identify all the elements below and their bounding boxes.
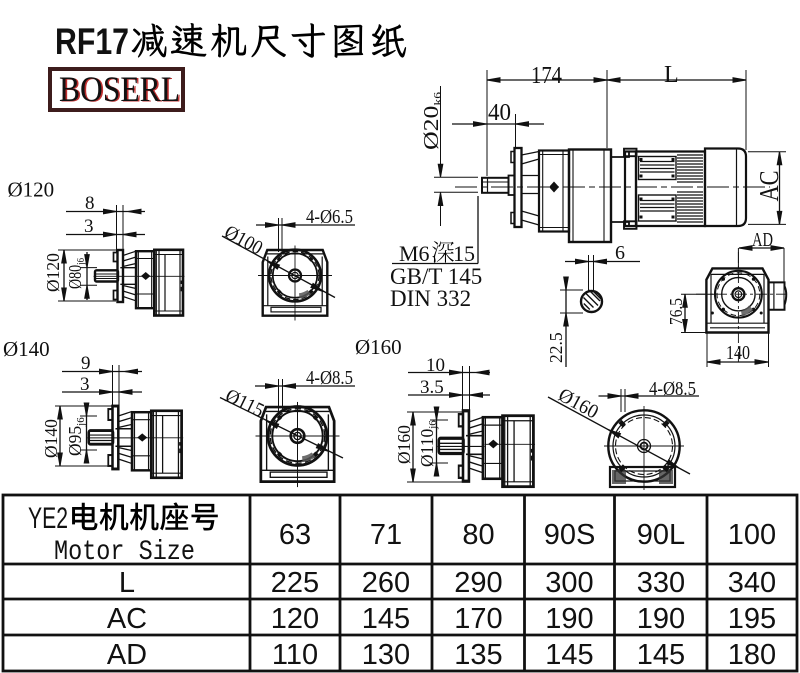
svg-text:170: 170 bbox=[454, 603, 502, 635]
svg-text:L: L bbox=[119, 567, 135, 599]
svg-text:174: 174 bbox=[531, 63, 562, 89]
svg-text:Ø80j6: Ø80j6 bbox=[65, 258, 87, 289]
svg-text:15: 15 bbox=[453, 241, 475, 266]
svg-text:L: L bbox=[664, 62, 679, 88]
svg-text:3: 3 bbox=[80, 374, 90, 395]
svg-text:4-Ø6.5: 4-Ø6.5 bbox=[306, 206, 353, 228]
svg-text:110: 110 bbox=[272, 639, 318, 671]
svg-text:8: 8 bbox=[85, 193, 95, 214]
svg-text:Ø100: Ø100 bbox=[221, 221, 267, 259]
svg-text:YE2: YE2 bbox=[28, 502, 68, 535]
svg-text:Ø95j6: Ø95j6 bbox=[65, 417, 87, 456]
svg-text:Ø120: Ø120 bbox=[43, 253, 63, 292]
svg-text:22.5: 22.5 bbox=[546, 332, 566, 363]
svg-text:4-Ø8.5: 4-Ø8.5 bbox=[306, 367, 353, 389]
svg-text:145: 145 bbox=[362, 603, 410, 635]
svg-text:90S: 90S bbox=[544, 519, 596, 551]
svg-text:6: 6 bbox=[615, 242, 625, 264]
svg-text:290: 290 bbox=[454, 567, 502, 599]
svg-text:Ø120: Ø120 bbox=[8, 178, 55, 202]
svg-text:40: 40 bbox=[488, 100, 511, 126]
svg-text:120: 120 bbox=[271, 603, 319, 635]
svg-text:9: 9 bbox=[81, 353, 91, 374]
svg-text:130: 130 bbox=[362, 639, 410, 671]
svg-text:10: 10 bbox=[426, 355, 445, 376]
svg-text:M6: M6 bbox=[399, 241, 430, 266]
svg-text:225: 225 bbox=[271, 567, 319, 599]
svg-text:AD: AD bbox=[752, 229, 773, 251]
svg-text:4-Ø8.5: 4-Ø8.5 bbox=[649, 378, 696, 400]
svg-text:AD: AD bbox=[107, 639, 147, 671]
svg-text:Ø160: Ø160 bbox=[394, 425, 414, 464]
svg-text:135: 135 bbox=[454, 639, 502, 671]
svg-text:3: 3 bbox=[84, 216, 94, 237]
svg-text:Ø140: Ø140 bbox=[3, 337, 50, 361]
svg-text:Ø160: Ø160 bbox=[555, 384, 602, 423]
svg-text:145: 145 bbox=[637, 639, 685, 671]
svg-text:190: 190 bbox=[637, 603, 685, 635]
svg-text:DIN 332: DIN 332 bbox=[390, 286, 471, 311]
svg-text:260: 260 bbox=[362, 567, 410, 599]
svg-text:BOSERL: BOSERL bbox=[59, 69, 180, 109]
svg-text:190: 190 bbox=[545, 603, 593, 635]
svg-text:100: 100 bbox=[728, 519, 776, 551]
svg-text:63: 63 bbox=[279, 519, 311, 551]
svg-text:AC: AC bbox=[107, 603, 147, 635]
svg-text:330: 330 bbox=[637, 567, 685, 599]
svg-text:300: 300 bbox=[545, 567, 593, 599]
svg-text:90L: 90L bbox=[637, 519, 685, 551]
svg-text:140: 140 bbox=[726, 342, 750, 364]
svg-text:180: 180 bbox=[728, 639, 776, 671]
svg-text:145: 145 bbox=[545, 639, 593, 671]
svg-text:80: 80 bbox=[462, 519, 494, 551]
svg-text:AC: AC bbox=[754, 171, 784, 202]
svg-text:195: 195 bbox=[728, 603, 776, 635]
svg-text:Ø110j6: Ø110j6 bbox=[417, 420, 439, 467]
svg-text:Motor Size: Motor Size bbox=[54, 537, 195, 568]
svg-text:GB/T 145: GB/T 145 bbox=[390, 264, 482, 289]
svg-text:Ø20k6: Ø20k6 bbox=[419, 91, 444, 150]
svg-text:71: 71 bbox=[370, 519, 402, 551]
svg-text:RF17: RF17 bbox=[55, 21, 129, 62]
svg-text:Ø140: Ø140 bbox=[41, 419, 61, 458]
svg-text:76.5: 76.5 bbox=[666, 298, 686, 325]
svg-text:Ø160: Ø160 bbox=[355, 335, 402, 359]
svg-text:Ø115: Ø115 bbox=[222, 385, 268, 422]
svg-text:3.5: 3.5 bbox=[420, 377, 444, 398]
svg-text:340: 340 bbox=[728, 567, 776, 599]
